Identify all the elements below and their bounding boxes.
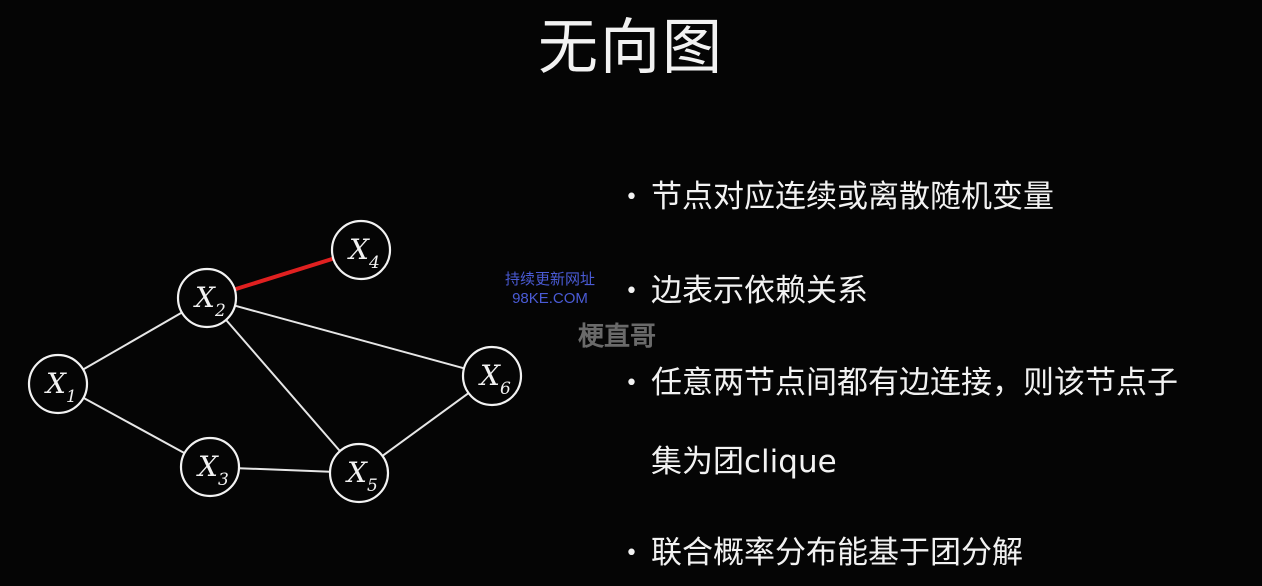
watermark-url: 持续更新网址 98KE.COM — [495, 270, 605, 308]
node-subscript: 3 — [218, 470, 229, 490]
bullet-text: 任意两节点间都有边连接，则该节点子 — [651, 365, 1178, 401]
bullet-dot: • — [625, 185, 638, 210]
graph-edges — [82, 256, 470, 473]
node-subscript: 4 — [368, 253, 380, 273]
bullet-text: 节点对应连续或离散随机变量 — [651, 179, 1054, 215]
watermark-line: 持续更新网址 — [504, 271, 595, 288]
bullet-continuation: 集为团clique — [651, 444, 837, 480]
node-subscript: 1 — [66, 387, 77, 407]
edge-x2-x4 — [232, 256, 336, 292]
node-label: X — [44, 367, 67, 400]
slide-title: 无向图 — [538, 13, 724, 83]
watermark-brand: 梗直哥 — [578, 321, 657, 351]
watermark-line: 98KE.COM — [512, 290, 588, 307]
bullet-item: • 联合概率分布能基于团分解 — [625, 524, 1255, 583]
edge-x5-x6 — [381, 392, 470, 457]
bullet-item: • 节点对应连续或离散随机变量 — [625, 168, 1255, 227]
bullet-item: • 任意两节点间都有边连接，则该节点子 集为团clique — [625, 354, 1255, 491]
bullet-dot: • — [625, 541, 638, 566]
bullet-text: 边表示依赖关系 — [651, 273, 868, 309]
edge-x3-x5 — [238, 467, 331, 473]
node-circle — [328, 442, 390, 504]
bullet-item: • 边表示依赖关系 — [625, 262, 1255, 321]
bullet-text: 联合概率分布能基于团分解 — [651, 535, 1023, 571]
node-subscript: 5 — [367, 476, 378, 496]
node-subscript: 6 — [500, 379, 511, 399]
edge-x1-x2 — [82, 311, 183, 371]
node-circle — [27, 353, 89, 415]
node-label: X — [193, 281, 216, 314]
edge-x2-x6 — [234, 304, 465, 370]
node-circle — [179, 436, 241, 498]
edge-x1-x3 — [82, 396, 186, 455]
node-label: X — [345, 456, 368, 489]
bullet-dot: • — [625, 279, 638, 304]
edge-x2-x5 — [225, 318, 341, 453]
node-circle — [330, 219, 392, 281]
node-label: X — [478, 359, 501, 392]
node-label: X — [196, 450, 219, 483]
node-subscript: 2 — [214, 301, 226, 321]
node-circle — [176, 267, 238, 329]
node-label: X — [347, 233, 370, 266]
bullet-dot: • — [625, 371, 638, 396]
node-circle — [461, 345, 523, 407]
